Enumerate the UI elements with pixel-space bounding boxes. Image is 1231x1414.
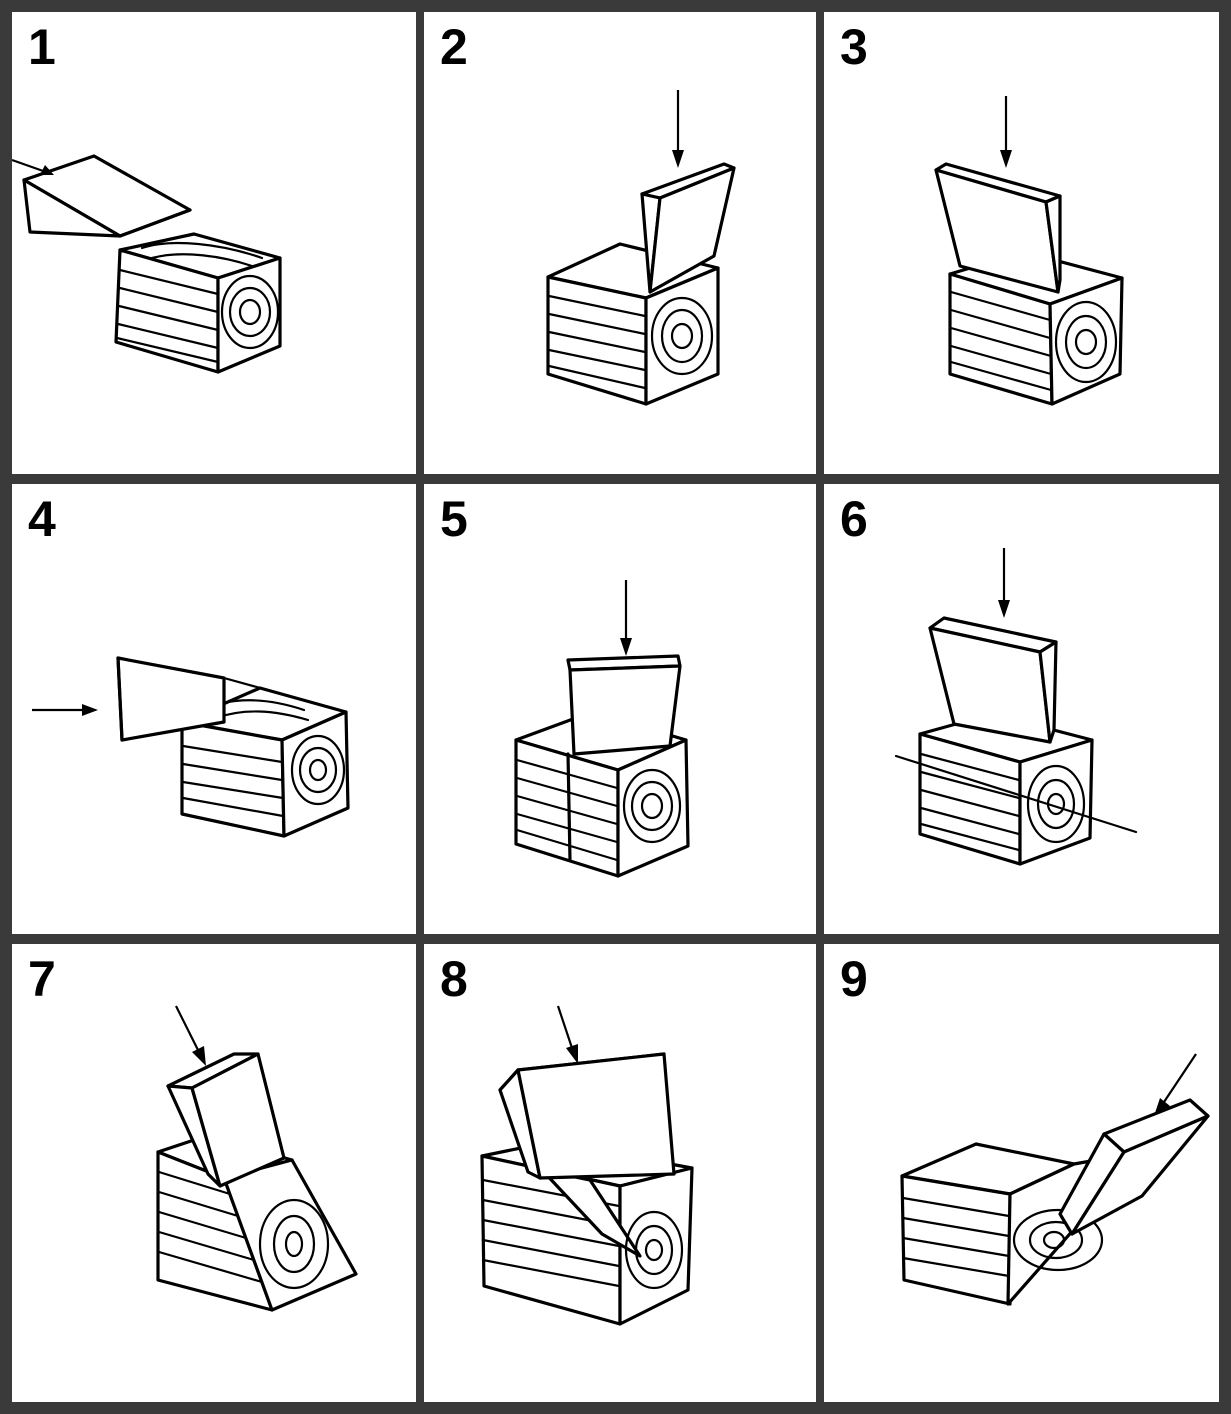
wood-block-icon <box>116 234 280 372</box>
panel-1-illustration <box>12 12 416 474</box>
arrow-icon <box>558 1006 578 1064</box>
arrow-icon <box>672 90 684 168</box>
panel-3: 3 <box>824 12 1219 474</box>
panel-8: 8 <box>424 944 816 1402</box>
arrow-icon <box>32 704 98 716</box>
panel-grid: 1 <box>12 12 1219 1402</box>
arrow-icon <box>998 548 1010 618</box>
arrow-icon <box>12 160 54 175</box>
wedge-icon <box>568 656 680 754</box>
panel-9: 9 <box>824 944 1219 1402</box>
panel-2: 2 <box>424 12 816 474</box>
panel-7-illustration <box>12 944 416 1402</box>
panel-4-illustration <box>12 484 416 934</box>
panel-5: 5 <box>424 484 816 934</box>
panel-5-illustration <box>424 484 816 934</box>
panel-6-illustration <box>824 484 1219 934</box>
panel-2-illustration <box>424 12 816 474</box>
wedge-icon <box>24 156 190 236</box>
arrow-icon <box>620 580 632 656</box>
panel-7: 7 <box>12 944 416 1402</box>
wedge-icon <box>930 618 1056 742</box>
panel-4: 4 <box>12 484 416 934</box>
panel-1: 1 <box>12 12 416 474</box>
panel-8-illustration <box>424 944 816 1402</box>
wedge-icon <box>500 1054 674 1178</box>
arrow-icon <box>1000 96 1012 168</box>
panel-3-illustration <box>824 12 1219 474</box>
arrow-icon <box>176 1006 206 1066</box>
panel-6: 6 <box>824 484 1219 934</box>
panel-9-illustration <box>824 944 1219 1402</box>
